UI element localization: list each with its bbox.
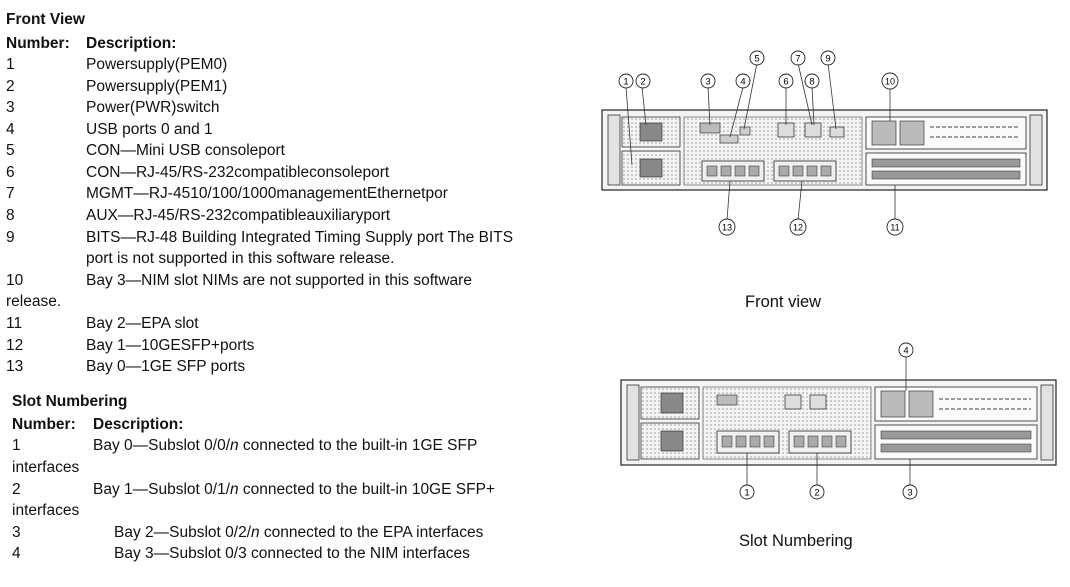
bay1-10ge-sfp-ports: [773, 160, 837, 182]
callout: 1: [618, 73, 634, 89]
svg-text:7: 7: [795, 54, 800, 65]
callout: 7: [790, 50, 806, 66]
callout: 11: [886, 218, 904, 236]
callout: 2: [809, 484, 825, 500]
callout: 5: [749, 50, 765, 66]
slot-row-description-wrap: interfaces: [12, 502, 80, 519]
front-view-diagram: 1 2 3 4 5 6 7 8 9 10 11 12 13: [601, 50, 1048, 236]
front-view-heading: Front View: [6, 11, 85, 28]
front-row-number: 7: [6, 185, 15, 202]
slot-row-number: 3: [12, 524, 21, 541]
front-view-caption: Front view: [745, 293, 822, 311]
svg-text:11: 11: [890, 223, 899, 233]
svg-text:9: 9: [825, 54, 830, 65]
slot-number-col-header: Number:: [12, 416, 76, 433]
callout: 1: [739, 484, 755, 500]
front-description-col-header: Description:: [86, 35, 177, 52]
callout: 10: [881, 72, 899, 90]
svg-text:4: 4: [740, 77, 745, 88]
slot-row-number: 1: [12, 437, 21, 454]
svg-text:3: 3: [705, 77, 710, 88]
callout: 4: [898, 342, 914, 358]
svg-text:2: 2: [814, 488, 819, 499]
slot-row-description: Bay 2—Subslot 0/2/n connected to the EPA…: [114, 524, 484, 541]
svg-text:5: 5: [754, 54, 759, 65]
front-row-number: 13: [6, 358, 24, 375]
svg-text:10: 10: [885, 77, 895, 87]
front-row-number: 11: [6, 315, 23, 332]
callout: 8: [804, 73, 820, 89]
slot-numbering-caption: Slot Numbering: [739, 532, 853, 550]
front-number-col-header: Number:: [6, 35, 70, 52]
front-row-description-continued: port is not supported in this software r…: [86, 250, 395, 267]
front-row-number: 3: [6, 99, 15, 116]
svg-text:4: 4: [903, 346, 908, 357]
svg-text:1: 1: [623, 77, 628, 88]
front-row-description: MGMT—RJ-4510/100/1000managementEthernetp…: [86, 185, 448, 202]
front-row-description: Power(PWR)switch: [86, 99, 220, 116]
bay1-subslot: [788, 430, 852, 454]
front-row-number: 2: [6, 78, 15, 95]
front-row-number: 8: [6, 207, 15, 224]
front-row-description-wrap: release.: [6, 293, 62, 310]
callout: 6: [778, 73, 794, 89]
bay2-subslot: [874, 424, 1038, 460]
front-row-description: CON—Mini USB consoleport: [86, 142, 285, 159]
front-row-description: Bay 0—1GE SFP ports: [86, 358, 246, 375]
svg-text:8: 8: [809, 77, 814, 88]
front-row-description: Bay 3—NIM slot NIMs are not supported in…: [86, 272, 472, 289]
svg-text:2: 2: [640, 77, 645, 88]
slot-row-number: 2: [12, 481, 21, 498]
svg-text:13: 13: [722, 223, 732, 233]
callout: 4: [735, 73, 751, 89]
front-row-number: 5: [6, 142, 15, 159]
callout: 13: [718, 218, 736, 236]
front-row-description: AUX—RJ-45/RS-232compatibleauxiliaryport: [86, 207, 391, 224]
front-row-description: Powersupply(PEM1): [86, 78, 228, 95]
front-row-description: CON—RJ-45/RS-232compatibleconsoleport: [86, 164, 390, 181]
front-row-number: 6: [6, 164, 15, 181]
svg-text:3: 3: [907, 488, 912, 499]
callout: 3: [902, 484, 918, 500]
slot-row-description: Bay 1—Subslot 0/1/n connected to the bui…: [93, 481, 495, 498]
svg-text:6: 6: [783, 77, 788, 88]
slot-numbering-heading: Slot Numbering: [12, 393, 128, 410]
front-row-number: 12: [6, 337, 24, 354]
slot-row-number: 4: [12, 545, 21, 562]
callout: 2: [635, 73, 651, 89]
bay2-epa-slot: [865, 152, 1027, 186]
front-row-description: Bay 1—10GESFP+ports: [86, 337, 255, 354]
front-row-number: 9: [6, 229, 15, 246]
slot-description-col-header: Description:: [93, 416, 184, 433]
svg-text:1: 1: [744, 488, 749, 499]
bay0-subslot: [716, 430, 780, 454]
front-row-description: Bay 2—EPA slot: [86, 315, 199, 332]
front-row-description: BITS—RJ-48 Building Integrated Timing Su…: [86, 229, 514, 246]
callout: 9: [820, 50, 836, 66]
svg-text:12: 12: [793, 223, 803, 233]
front-row-number: 10: [6, 272, 24, 289]
front-row-description: USB ports 0 and 1: [86, 121, 213, 138]
bay0-1ge-sfp-ports: [701, 160, 765, 182]
front-row-number: 4: [6, 121, 15, 138]
slot-row-description: Bay 0—Subslot 0/0/n connected to the bui…: [93, 437, 478, 454]
slot-row-description: Bay 3—Subslot 0/3 connected to the NIM i…: [114, 545, 470, 562]
front-row-description: Powersupply(PEM0): [86, 56, 228, 73]
callout: 12: [789, 218, 807, 236]
slot-numbering-diagram: 1 2 3 4: [620, 342, 1057, 500]
slot-row-description-wrap: interfaces: [12, 459, 80, 476]
usb-ports: [719, 134, 739, 144]
callout: 3: [700, 73, 716, 89]
front-row-number: 1: [6, 56, 15, 73]
